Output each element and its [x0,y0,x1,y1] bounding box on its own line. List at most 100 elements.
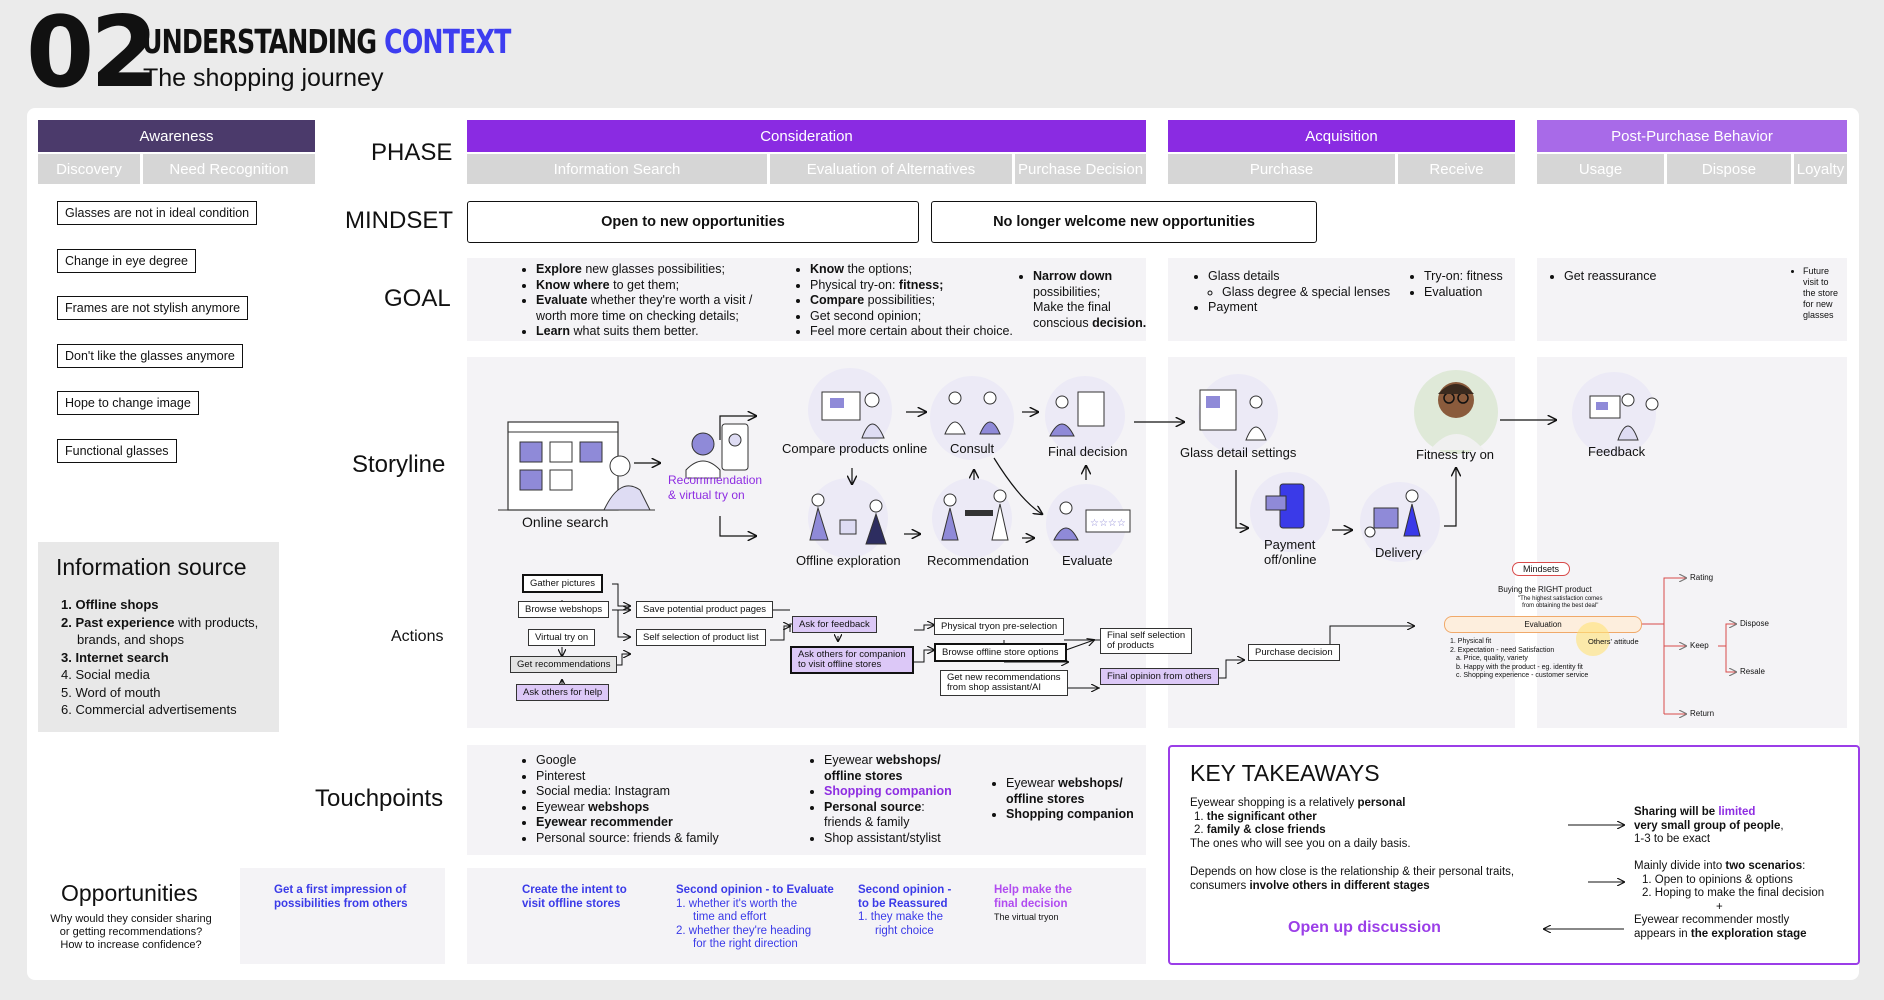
evaluation-note: a. Price, quality, variety [1456,655,1528,662]
action-browse-webshops: Browse webshops [518,601,610,618]
information-source-list: 1. Offline shops 2. Past experience with … [61,596,258,719]
touchpoint-item: Eyewear recommender [536,815,719,831]
takeaway-personal-matter: Eyewear shopping is a relatively persona… [1190,797,1411,850]
section-title: UNDERSTANDING CONTEXT [142,22,511,61]
section-number: 02 [26,0,158,110]
touchpoints-search: GooglePinterestSocial media: InstagramEy… [518,753,719,846]
outcome-resale: Resale [1740,667,1765,676]
action-self-selection: Self selection of product list [636,629,766,646]
takeaway-arrows [1540,815,1630,935]
storyline-recommendation: Recommendation [668,473,763,487]
delivery-illustration [1360,482,1440,562]
mindsets-buying: Buying the RIGHT product [1498,585,1592,594]
evaluation-note: b. Happy with the product - eg. identity… [1456,663,1583,671]
goal-item: worth more time on checking details; [536,308,739,323]
action-purchase-decision: Purchase decision [1248,644,1340,661]
information-source-title: Information source [56,554,247,580]
awareness-item: Functional glasses [57,439,177,463]
open-up-discussion: Open up discussion [1288,919,1441,936]
outcome-dispose: Dispose [1740,619,1769,628]
opportunity-consideration-panel [467,868,1146,964]
opportunity-second-opinion-evaluate: Second opinion - to Evaluate 1. whether … [676,884,834,950]
information-source-item: 5. Word of mouth [61,684,161,700]
goal-acquisition-panel [1168,258,1515,341]
touchpoints-panel [467,745,1146,855]
action-get-recommendations: Get recommendations [510,656,618,673]
touchpoint-item: Pinterest [536,769,719,785]
row-label-touchpoints: Touchpoints [315,785,444,812]
goal-item: Know where to get them; [536,278,752,294]
action-save-product-pages: Save potential product pages [636,601,774,618]
storyline-consult: Consult [950,441,995,456]
action-final-opinion: Final opinion from others [1100,668,1219,685]
others-attitude-label: Others' attitude [1588,637,1639,646]
goal-post-panel [1537,258,1847,341]
key-takeaways-panel [1168,745,1860,965]
touchpoints-decision: Eyewear webshops/offline storesShopping … [988,776,1134,823]
phase-consideration: Consideration Information Search Evaluat… [467,120,1146,184]
goal-item: conscious decision. [1033,315,1147,330]
goal-list-search: Explore new glasses possibilities;Know w… [520,262,752,340]
goal-list-evaluation: Know the options;Physical try-on: fitnes… [794,262,1013,340]
information-source-item: 6. Commercial advertisements [61,702,237,717]
opportunity-awareness-panel [240,868,445,964]
touchpoint-item: Eyewear webshops/ [824,753,952,769]
online-search-illustration [498,421,655,511]
phase-awareness: Awareness Discovery Need Recognition [38,120,315,184]
goal-item: Narrow down [1033,269,1146,285]
goal-item: Physical try-on: fitness; [810,278,1013,294]
row-label-goal: GOAL [384,285,451,312]
storyline-offline-exploration: Offline exploration [796,553,901,568]
awareness-item: Change in eye degree [57,249,197,273]
recommendation-illustration [685,423,749,479]
outcome-rating: Rating [1690,573,1714,582]
mindset-closed: No longer welcome new opportunities [931,201,1317,243]
storyline-delivery: Delivery [1375,545,1422,560]
storyline-virtual-try-on: & virtual try on [668,488,745,502]
touchpoint-item: Eyewear webshops/ [1006,776,1134,792]
svg-text:☆☆☆☆: ☆☆☆☆ [1090,518,1126,529]
touchpoint-item: Google [536,753,719,769]
storyline-evaluate: Evaluate [1062,553,1113,568]
awareness-item: Hope to change image [57,391,199,415]
awareness-item: Glasses are not in ideal condition [57,201,258,225]
touchpoint-item: Shopping companion [1006,807,1134,823]
storyline-final-decision: Final decision [1048,444,1128,459]
action-browse-offline-options: Browse offline store options [934,643,1067,662]
awareness-item: Don't like the glasses anymore [57,344,243,368]
goal-item: Evaluate whether they're worth a visit / [536,293,752,309]
touchpoints-evaluation: Eyewear webshops/offline storesShopping … [806,753,952,846]
opportunity-second-opinion-reassured: Second opinion -to be Reassured 1. they … [858,884,952,937]
awareness-item: Frames are not stylish anymore [57,296,249,320]
mindset-open: Open to new opportunities [467,201,919,243]
touchpoint-item: Eyewear webshops [536,800,719,816]
action-physical-tryon: Physical tryon pre-selection [934,618,1065,635]
goal-item: Learn what suits them better. [536,324,752,340]
takeaway-two-scenarios: Mainly divide into two scenarios: 1. Ope… [1634,860,1825,940]
rating-keep-return-branches [1640,578,1736,714]
evaluation-note: 1. Physical fit [1450,638,1492,645]
goal-item: Get second opinion; [810,309,1013,325]
action-gather-pictures: Gather pictures [522,574,603,593]
touchpoint-item: Shop assistant/stylist [824,831,952,847]
storyline-online-search: Online search [522,514,609,530]
information-source-item: 4. Social media [61,667,150,682]
information-source-item: 2. Past experience with products, [61,614,259,630]
evaluation-bar: Evaluation [1444,616,1642,633]
touchpoint-item: Personal source: [824,800,952,816]
touchpoint-item: Personal source: friends & family [536,831,719,847]
information-source-item: 1. Offline shops [61,597,159,612]
row-label-phase: PHASE [371,139,453,166]
information-source-item: brands, and shops [77,632,184,647]
section-subtitle: The shopping journey [143,64,384,92]
